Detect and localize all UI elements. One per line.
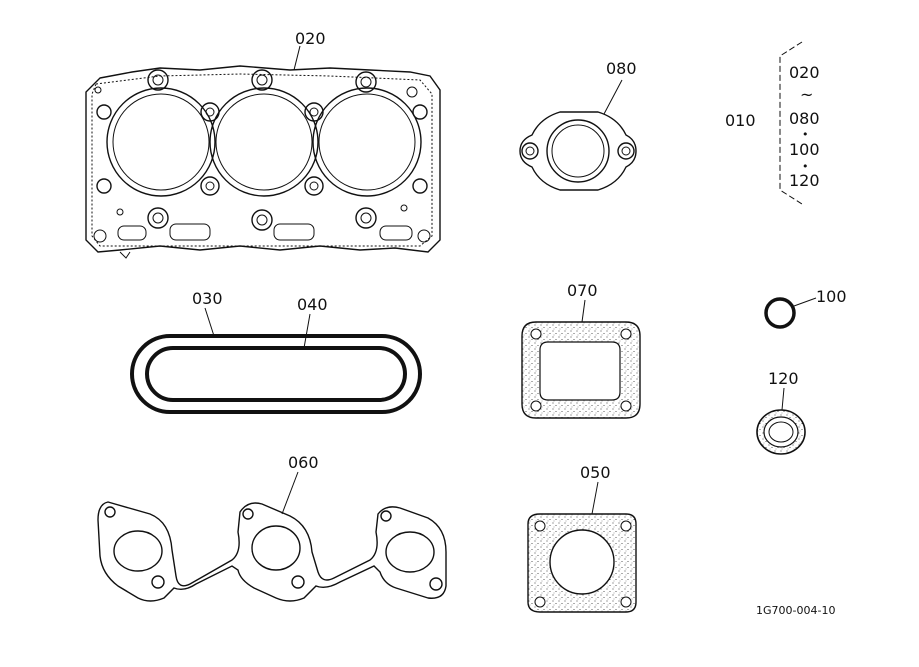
callout-060: 060: [288, 453, 319, 472]
kit-range-start: 020: [789, 63, 820, 82]
square-stippled-gasket: [521, 321, 641, 419]
oil-seal: [756, 409, 806, 455]
callout-080: 080: [606, 59, 637, 78]
leader-020: [293, 45, 301, 71]
callout-010: 010: [725, 111, 756, 130]
callout-030: 030: [192, 289, 223, 308]
leader-100: [793, 297, 817, 307]
kit-item-100: 100: [789, 140, 820, 159]
callout-100: 100: [816, 287, 847, 306]
leader-080: [603, 79, 623, 115]
leader-120: [781, 387, 785, 411]
callout-040: 040: [297, 295, 328, 314]
manifold-gasket: [97, 501, 447, 602]
cylinder-head-gasket: [85, 65, 441, 259]
cover-gasket-pair: [130, 334, 422, 414]
callout-120: 120: [768, 369, 799, 388]
kit-dot-1: •: [802, 128, 809, 141]
kit-range-end: 080: [789, 109, 820, 128]
leader-050: [591, 481, 599, 515]
leader-030: [204, 307, 215, 337]
leader-070: [581, 299, 586, 323]
o-ring: [764, 297, 796, 329]
square-flange-gasket: [527, 513, 637, 613]
leader-060: [281, 471, 299, 515]
callout-070: 070: [567, 281, 598, 300]
leader-040: [303, 313, 311, 349]
kit-range-tilde: ~: [800, 85, 813, 104]
callout-050: 050: [580, 463, 611, 482]
figure-id: 1G700-004-10: [756, 604, 835, 617]
kit-bracket: [779, 41, 803, 205]
kit-item-120: 120: [789, 171, 820, 190]
outlet-flange-gasket: [519, 111, 637, 191]
kit-dot-2: •: [802, 160, 809, 173]
callout-020: 020: [295, 29, 326, 48]
